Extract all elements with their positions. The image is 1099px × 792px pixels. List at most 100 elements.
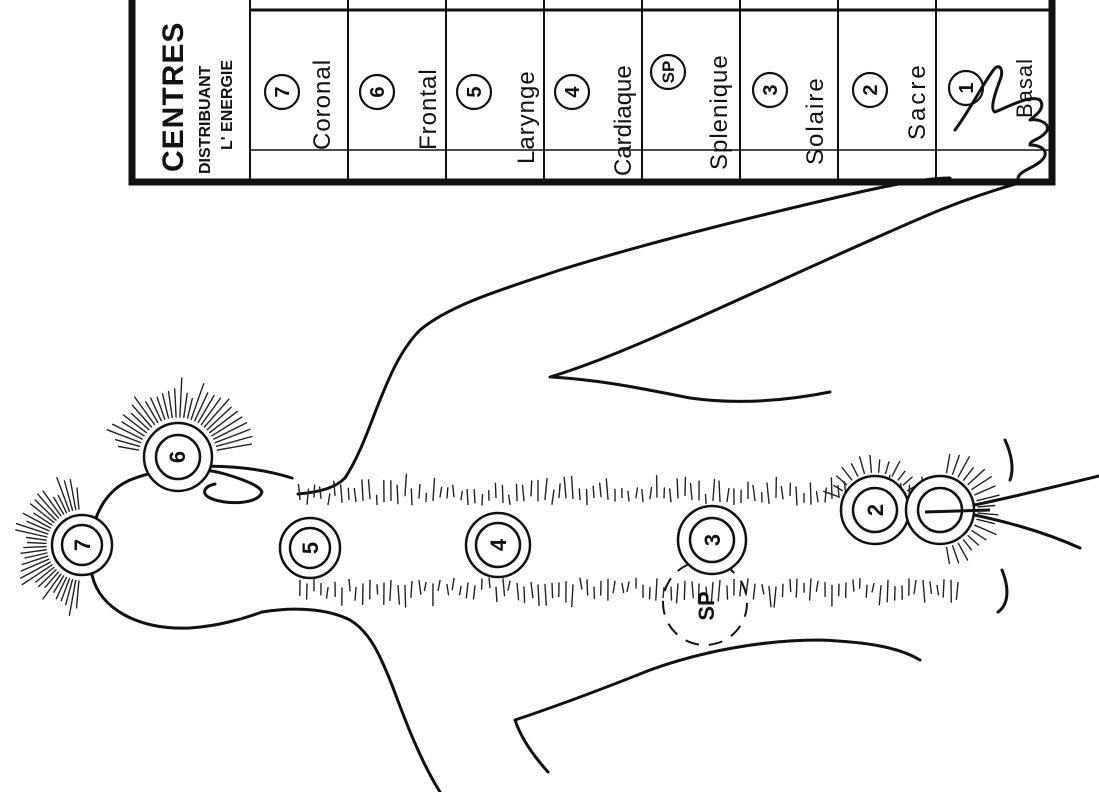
table-column-coronal: 7 Coronal	[265, 59, 336, 150]
table-column-dividers	[250, 0, 936, 182]
energy-ray	[362, 480, 363, 500]
energy-ray	[774, 587, 776, 607]
human-figure-outline	[90, 67, 1099, 792]
chakra-larynge: 5	[280, 518, 340, 578]
energy-ray	[727, 586, 728, 599]
energy-ray	[947, 547, 950, 563]
energy-ray	[816, 581, 818, 591]
energy-ray	[870, 455, 872, 472]
chakra-label: SP	[694, 591, 719, 620]
table-header: CENTRES DISTRIBUANT L' ENERGIE	[157, 22, 236, 174]
energy-ray	[151, 398, 162, 421]
energy-ray	[461, 491, 462, 499]
energy-ray	[552, 584, 553, 598]
centre-name: Solaire	[802, 76, 829, 165]
lower-arm-edge	[515, 720, 548, 772]
energy-ray	[369, 480, 371, 499]
energy-ray	[545, 479, 547, 500]
energy-ray	[517, 484, 518, 500]
centre-number: 3	[760, 84, 782, 95]
table-header-title: CENTRES	[157, 22, 190, 172]
energy-ray	[937, 586, 939, 595]
energy-ray	[796, 487, 797, 505]
energy-ray	[753, 584, 755, 599]
energy-ray	[713, 480, 715, 501]
energy-ray	[898, 471, 905, 480]
energy-ray	[886, 462, 889, 474]
centre-number: 4	[562, 86, 584, 98]
energy-ray	[872, 584, 874, 592]
chakra-sacre: 2	[841, 476, 909, 544]
energy-ray	[810, 579, 811, 600]
chakra-label: 5	[298, 542, 323, 554]
chakra-label: 3	[700, 534, 725, 546]
energy-ray	[762, 585, 764, 594]
energy-ray	[146, 402, 158, 423]
energy-ray	[958, 457, 969, 477]
energy-ray	[953, 546, 959, 563]
upper-shoulder-outline	[298, 178, 950, 494]
energy-ray	[972, 531, 986, 540]
lower-shoulder-outline	[262, 609, 440, 792]
energy-ray	[572, 477, 573, 499]
energy-ray	[600, 483, 601, 497]
chakra-label: 6	[165, 451, 190, 463]
energy-ray	[509, 495, 510, 504]
energy-ray	[355, 587, 356, 600]
energy-ray	[796, 579, 797, 597]
energy-ray	[348, 488, 349, 499]
energy-ray	[489, 578, 490, 588]
chakra-label: 7	[70, 539, 95, 551]
energy-ray	[879, 586, 881, 605]
energy-ray	[460, 586, 461, 594]
energy-ray	[184, 393, 187, 417]
chakra-centres: 7 6 5 4 SP 3	[52, 423, 990, 645]
table-column-sacre: 2 Sacre	[853, 62, 931, 140]
energy-ray	[923, 580, 925, 602]
energy-ray	[769, 586, 771, 606]
energy-ray	[24, 547, 46, 548]
energy-ray	[397, 485, 398, 503]
energy-ray	[21, 550, 46, 554]
energy-ray	[968, 536, 978, 545]
energy-ray	[559, 484, 560, 498]
energy-ray	[77, 581, 79, 608]
centre-name: Sacre	[904, 62, 931, 140]
chakra-solaire: 3	[678, 506, 746, 574]
energy-ray	[466, 583, 468, 598]
energy-ray	[523, 485, 525, 500]
energy-ray	[783, 584, 784, 596]
energy-ray	[354, 489, 356, 502]
centre-name: Coronal	[309, 59, 336, 150]
energy-ray	[837, 476, 847, 485]
energy-ray	[16, 530, 47, 537]
energy-ray	[579, 489, 580, 500]
energy-ray	[405, 474, 406, 496]
energy-ray	[958, 543, 967, 560]
energy-ray	[656, 579, 657, 600]
chakra-frontal: 6	[144, 423, 212, 491]
energy-ray	[817, 492, 819, 502]
energy-ray	[398, 586, 399, 604]
energy-ray	[767, 483, 769, 503]
centre-number: 6	[367, 86, 389, 97]
energy-ray	[77, 488, 79, 509]
energy-ray	[753, 486, 755, 501]
energy-ray	[433, 479, 435, 501]
table-header-subtitle-2: L' ENERGIE	[219, 60, 236, 150]
energy-ray	[474, 586, 476, 599]
energy-ray	[825, 488, 826, 502]
energy-ray	[663, 588, 664, 598]
energy-ray	[879, 460, 880, 472]
energy-ray	[740, 584, 741, 596]
energy-ray	[438, 581, 440, 591]
chakra-label: 4	[486, 538, 511, 551]
energy-ray	[719, 481, 720, 502]
energy-ray	[975, 525, 996, 534]
table-column-splenique: SP Splenique	[651, 54, 733, 170]
energy-ray	[411, 582, 412, 598]
energy-ray	[887, 580, 888, 602]
energy-ray	[517, 583, 519, 599]
energy-ray	[169, 391, 173, 417]
energy-ray	[405, 586, 406, 608]
